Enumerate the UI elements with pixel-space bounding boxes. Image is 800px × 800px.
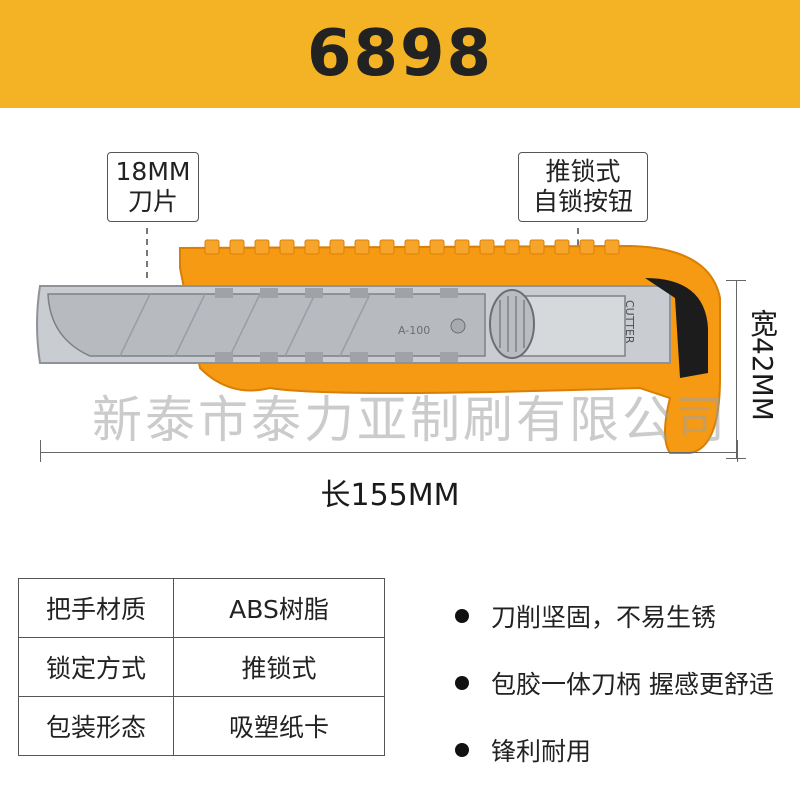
length-tick-right	[737, 440, 738, 462]
spec-value: 推锁式	[173, 637, 385, 697]
list-item: 刀削坚固，不易生锈	[455, 582, 800, 649]
spec-key: 把手材质	[18, 578, 174, 638]
feature-text: 刀削坚固，不易生锈	[491, 602, 717, 632]
company-watermark: 新泰市泰力亚制刷有限公司	[92, 391, 728, 449]
blade-size-line1: 18MM	[115, 157, 191, 186]
bullet-icon	[455, 675, 469, 690]
table-row: 锁定方式 推锁式	[18, 637, 385, 697]
utility-knife-image: A-100 CUTTER	[36, 239, 721, 454]
length-dimension-line	[40, 452, 738, 453]
slider-mark: CUTTER	[623, 300, 636, 344]
feature-text: 锋利耐用	[491, 736, 592, 766]
width-dimension-line	[736, 280, 737, 458]
handle-grip-teeth	[204, 239, 620, 255]
feature-list: 刀削坚固，不易生锈 包胶一体刀柄 握感更舒适 锋利耐用	[455, 582, 800, 783]
blade-mark: A-100	[398, 324, 430, 337]
lock-slider-wheel	[489, 289, 535, 359]
list-item: 包胶一体刀柄 握感更舒适	[455, 649, 800, 716]
model-number: 6898	[306, 17, 494, 91]
length-label: 长155MM	[320, 478, 460, 513]
table-row: 包装形态 吸塑纸卡	[18, 696, 385, 756]
width-label: 宽42MM	[746, 309, 779, 421]
handle-end-cap	[645, 278, 708, 378]
spec-value: 吸塑纸卡	[173, 696, 385, 756]
spec-table: 把手材质 ABS树脂 锁定方式 推锁式 包装形态 吸塑纸卡	[18, 578, 385, 756]
width-tick-bottom	[726, 458, 746, 459]
spec-key: 包装形态	[18, 696, 174, 756]
lock-button-callout: 推锁式 自锁按钮	[518, 152, 648, 222]
lock-button-line1: 推锁式	[545, 157, 621, 186]
blade-snap-lines	[119, 293, 371, 357]
knife-blade	[47, 293, 486, 357]
length-tick-left	[40, 440, 41, 462]
bullet-icon	[455, 608, 469, 623]
spec-value: ABS树脂	[173, 578, 385, 638]
list-item: 锋利耐用	[455, 716, 800, 783]
lock-button-line2: 自锁按钮	[532, 187, 633, 216]
track-notches	[215, 288, 458, 362]
blade-size-callout: 18MM 刀片	[107, 152, 199, 222]
bullet-icon	[455, 742, 469, 757]
feature-text: 包胶一体刀柄 握感更舒适	[491, 669, 774, 699]
blade-screw	[450, 318, 466, 334]
blade-size-line2: 刀片	[127, 187, 178, 216]
table-row: 把手材质 ABS树脂	[18, 578, 385, 638]
blade-callout-leader	[146, 228, 148, 278]
width-tick-top	[726, 280, 746, 281]
header-banner: 6898	[0, 0, 800, 108]
spec-key: 锁定方式	[18, 637, 174, 697]
